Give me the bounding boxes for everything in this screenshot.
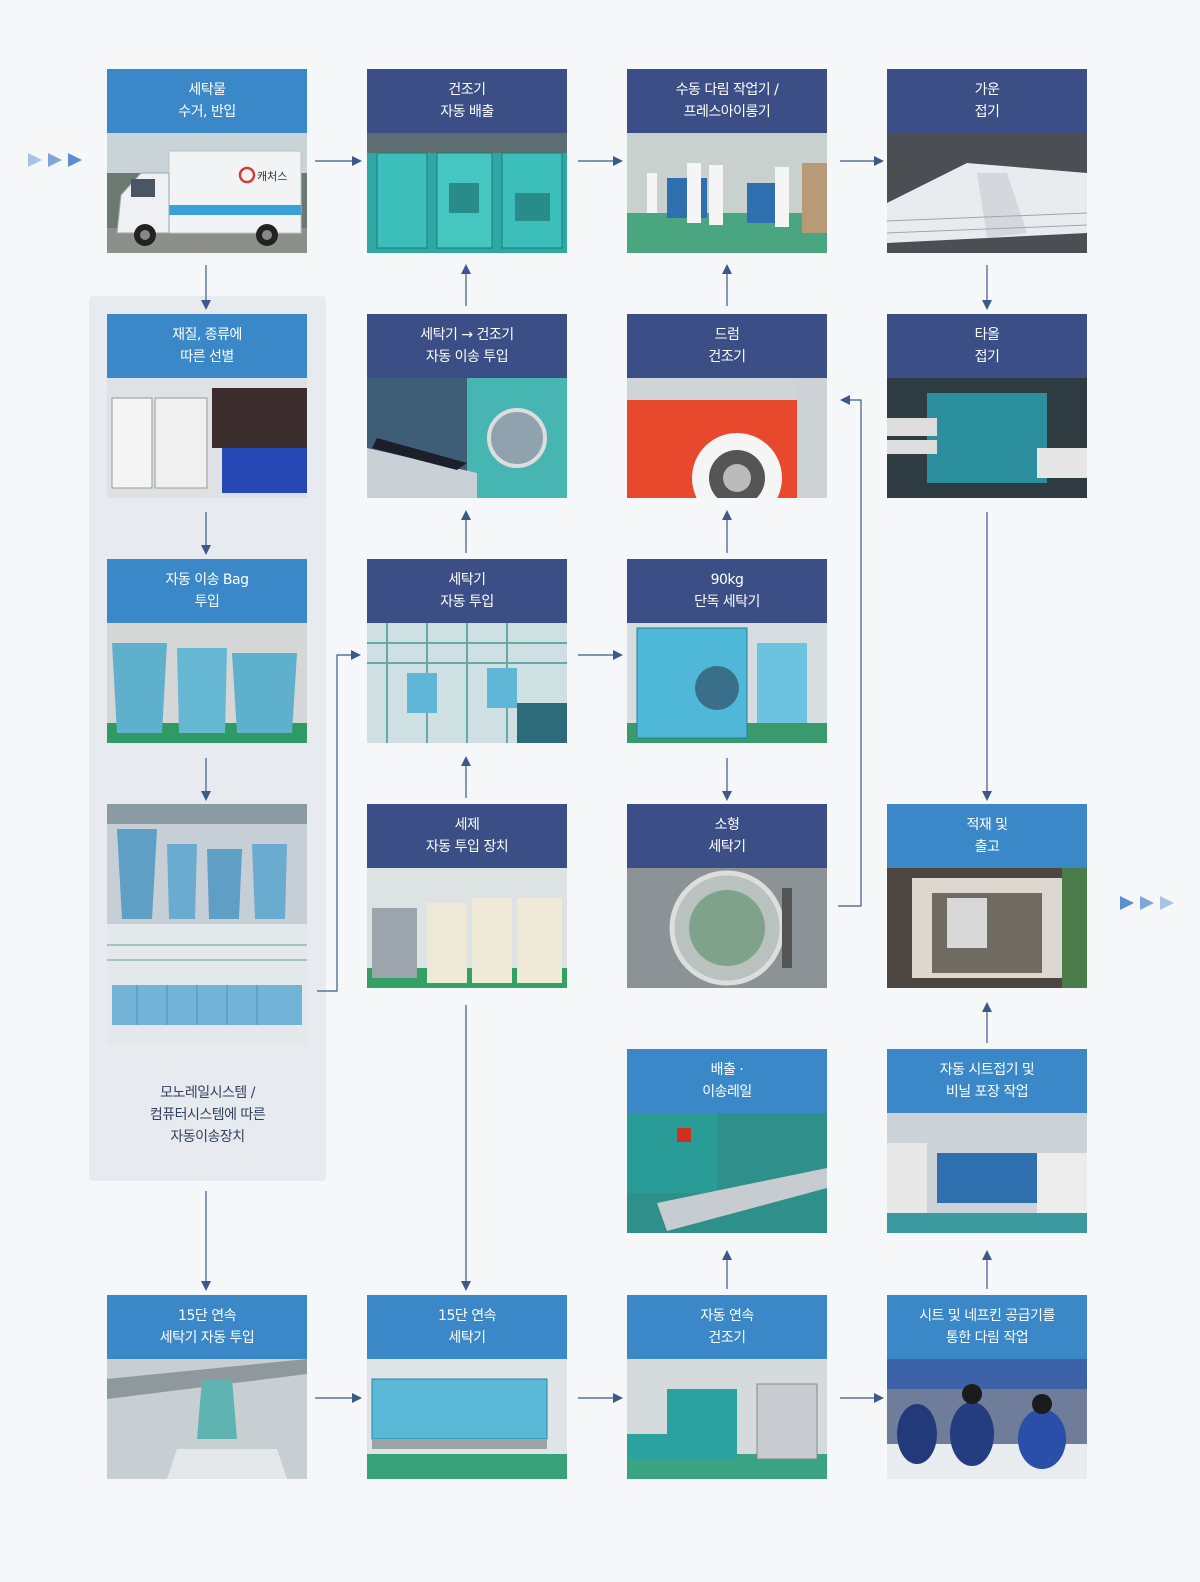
step-detergent-title: 세제 자동 투입 장치 [367,804,567,868]
discharge-rail-photo [627,1113,827,1233]
towel-folding-photo [887,378,1087,498]
step-washer-auto-title: 세탁기 자동 투입 [367,559,567,623]
step-dryer-discharge-card: 건조기 자동 배출 [367,69,567,253]
step-15-stage-feed-card: 15단 연속 세탁기 자동 투입 [107,1295,307,1479]
step-bag-loading-title: 자동 이송 Bag 투입 [107,559,307,623]
step-collection-title: 세탁물 수거, 반입 [107,69,307,133]
step-collection-card: 세탁물 수거, 반입 캐처스 [107,69,307,253]
step-sorting-card: 재질, 종류에 따른 선별 [107,314,307,498]
sheet-ironing-photo [887,1359,1087,1479]
step-sheet-ironing-card: 시트 및 네프킨 공급기를 통한 다림 작업 [887,1295,1087,1479]
bag-loading-photo [107,623,307,743]
transfer-photo [367,378,567,498]
dryer-discharge-photo [367,133,567,253]
monorail-rail-photo [107,925,307,1045]
step-sheet-folding-title: 자동 시트접기 및 비닐 포장 작업 [887,1049,1087,1113]
step-loading-dispatch-card: 적재 및 출고 [887,804,1087,988]
press-ironing-photo [627,133,827,253]
step-washer-auto-card: 세탁기 자동 투입 [367,559,567,743]
step-gown-folding-card: 가운 접기 [887,69,1087,253]
arrow-small-to-drum [838,395,862,907]
step-drum-dryer-title: 드럼 건조기 [627,314,827,378]
step-sorting-title: 재질, 종류에 따른 선별 [107,314,307,378]
step-loading-dispatch-title: 적재 및 출고 [887,804,1087,868]
step-towel-folding-card: 타올 접기 [887,314,1087,498]
step-small-washer-title: 소형 세탁기 [627,804,827,868]
15-stage-washer-photo [367,1359,567,1479]
step-press-ironing-card: 수동 다림 작업기 / 프레스아이롱기 [627,69,827,253]
continuous-dryer-photo [627,1359,827,1479]
sorting-photo [107,378,307,498]
detergent-photo [367,868,567,988]
washer-auto-photo [367,623,567,743]
15-stage-feed-photo [107,1359,307,1479]
step-discharge-rail-title: 배출 · 이송레일 [627,1049,827,1113]
sheet-folding-photo [887,1113,1087,1233]
drum-dryer-photo [627,378,827,498]
step-90kg-washer-card: 90kg 단독 세탁기 [627,559,827,743]
monorail-caption: 모노레일시스템 / 컴퓨터시스템에 따른 자동이송장치 [149,1085,266,1145]
monorail-bags-card [107,804,307,1045]
step-90kg-washer-title: 90kg 단독 세탁기 [627,559,827,623]
step-detergent-card: 세제 자동 투입 장치 [367,804,567,988]
step-bag-loading-card: 자동 이송 Bag 투입 [107,559,307,743]
step-transfer-card: 세탁기 → 건조기 자동 이송 투입 [367,314,567,498]
step-towel-folding-title: 타올 접기 [887,314,1087,378]
loading-dispatch-photo [887,868,1087,988]
flow-start-icon [28,153,82,167]
step-drum-dryer-card: 드럼 건조기 [627,314,827,498]
small-washer-photo [627,868,827,988]
step-press-ironing-title: 수동 다림 작업기 / 프레스아이롱기 [627,69,827,133]
arrow-monorail-to-washer [317,650,361,992]
step-continuous-dryer-title: 자동 연속 건조기 [627,1295,827,1359]
step-15-stage-washer-title: 15단 연속 세탁기 [367,1295,567,1359]
truck-logo-text: 캐처스 [257,170,287,183]
step-transfer-title: 세탁기 → 건조기 자동 이송 투입 [367,314,567,378]
monorail-bags-photo [107,804,307,924]
step-continuous-dryer-card: 자동 연속 건조기 [627,1295,827,1479]
step-discharge-rail-card: 배출 · 이송레일 [627,1049,827,1233]
flow-end-icon [1120,896,1174,910]
step-15-stage-washer-card: 15단 연속 세탁기 [367,1295,567,1479]
step-sheet-ironing-title: 시트 및 네프킨 공급기를 통한 다림 작업 [887,1295,1087,1359]
step-dryer-discharge-title: 건조기 자동 배출 [367,69,567,133]
step-sheet-folding-card: 자동 시트접기 및 비닐 포장 작업 [887,1049,1087,1233]
truck-photo: 캐처스 [107,133,307,253]
step-gown-folding-title: 가운 접기 [887,69,1087,133]
gown-folding-photo [887,133,1087,253]
step-15-stage-feed-title: 15단 연속 세탁기 자동 투입 [107,1295,307,1359]
90kg-washer-photo [627,623,827,743]
step-small-washer-card: 소형 세탁기 [627,804,827,988]
